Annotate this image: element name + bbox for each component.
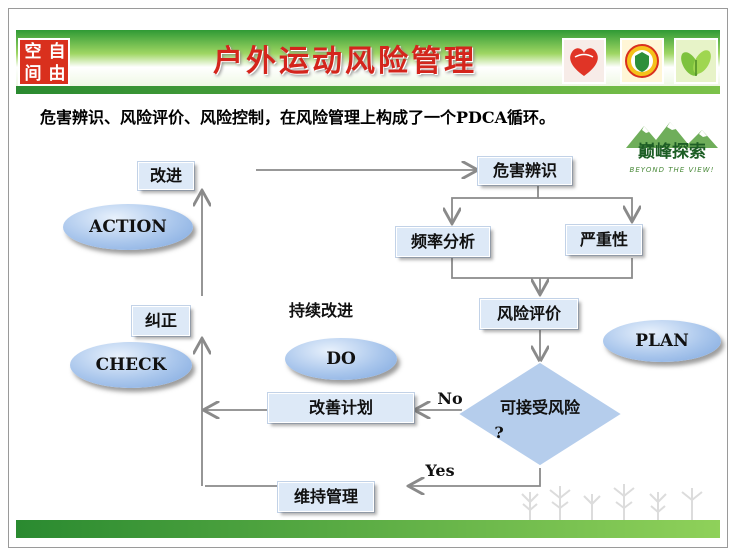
phase-action: ACTION <box>63 204 193 250</box>
leaf-icon <box>674 38 718 84</box>
node-frequency-analysis: 频率分析 <box>396 227 490 257</box>
brand-name: 巅峰探索 <box>638 142 706 162</box>
footer-bar <box>16 520 720 538</box>
continuous-improvement-label: 持续改进 <box>288 301 353 320</box>
node-maintain-management: 维持管理 <box>278 482 374 512</box>
branch-yes-label: Yes <box>425 461 455 480</box>
header-green-bar <box>16 86 720 94</box>
node-improvement-plan: 改善计划 <box>268 393 414 423</box>
logo-char: 自 <box>48 42 66 62</box>
decision-label: 可接受风险 <box>499 398 580 417</box>
decision-diamond <box>456 361 624 467</box>
logo-char: 由 <box>48 64 66 84</box>
phase-plan: PLAN <box>603 320 721 362</box>
node-correct: 纠正 <box>132 306 190 336</box>
logo-char: 间 <box>24 64 42 84</box>
node-risk-evaluation: 风险评价 <box>480 299 578 329</box>
node-improve: 改进 <box>138 162 194 190</box>
mountain-logo-icon <box>626 122 718 148</box>
safety-badge-icon <box>620 38 664 84</box>
join-frequency-severity <box>451 258 633 279</box>
branch-no-label: No <box>437 389 463 408</box>
page-title: 户外运动风险管理 <box>213 44 477 79</box>
logo-kongjian-ziyou: 空 自 间 由 <box>18 38 70 86</box>
heart-emblem-icon <box>562 38 606 84</box>
logo-char: 空 <box>24 42 42 62</box>
phase-check: CHECK <box>70 342 192 388</box>
arrow-hazard-to-frequency <box>452 185 539 222</box>
node-severity: 严重性 <box>566 225 642 255</box>
grass-decoration <box>521 484 703 522</box>
intro-text: 危害辨识、风险评价、风险控制，在风险管理上构成了一个PDCA循环。 <box>40 108 556 127</box>
node-hazard-identification: 危害辨识 <box>478 157 572 185</box>
arrow-hazard-to-severity <box>538 197 632 220</box>
arrow-yes-to-maintain <box>410 468 541 486</box>
phase-do: DO <box>285 338 397 380</box>
decision-question-mark: ? <box>494 423 504 442</box>
brand-tagline: BEYOND THE VIEW! <box>629 166 715 174</box>
